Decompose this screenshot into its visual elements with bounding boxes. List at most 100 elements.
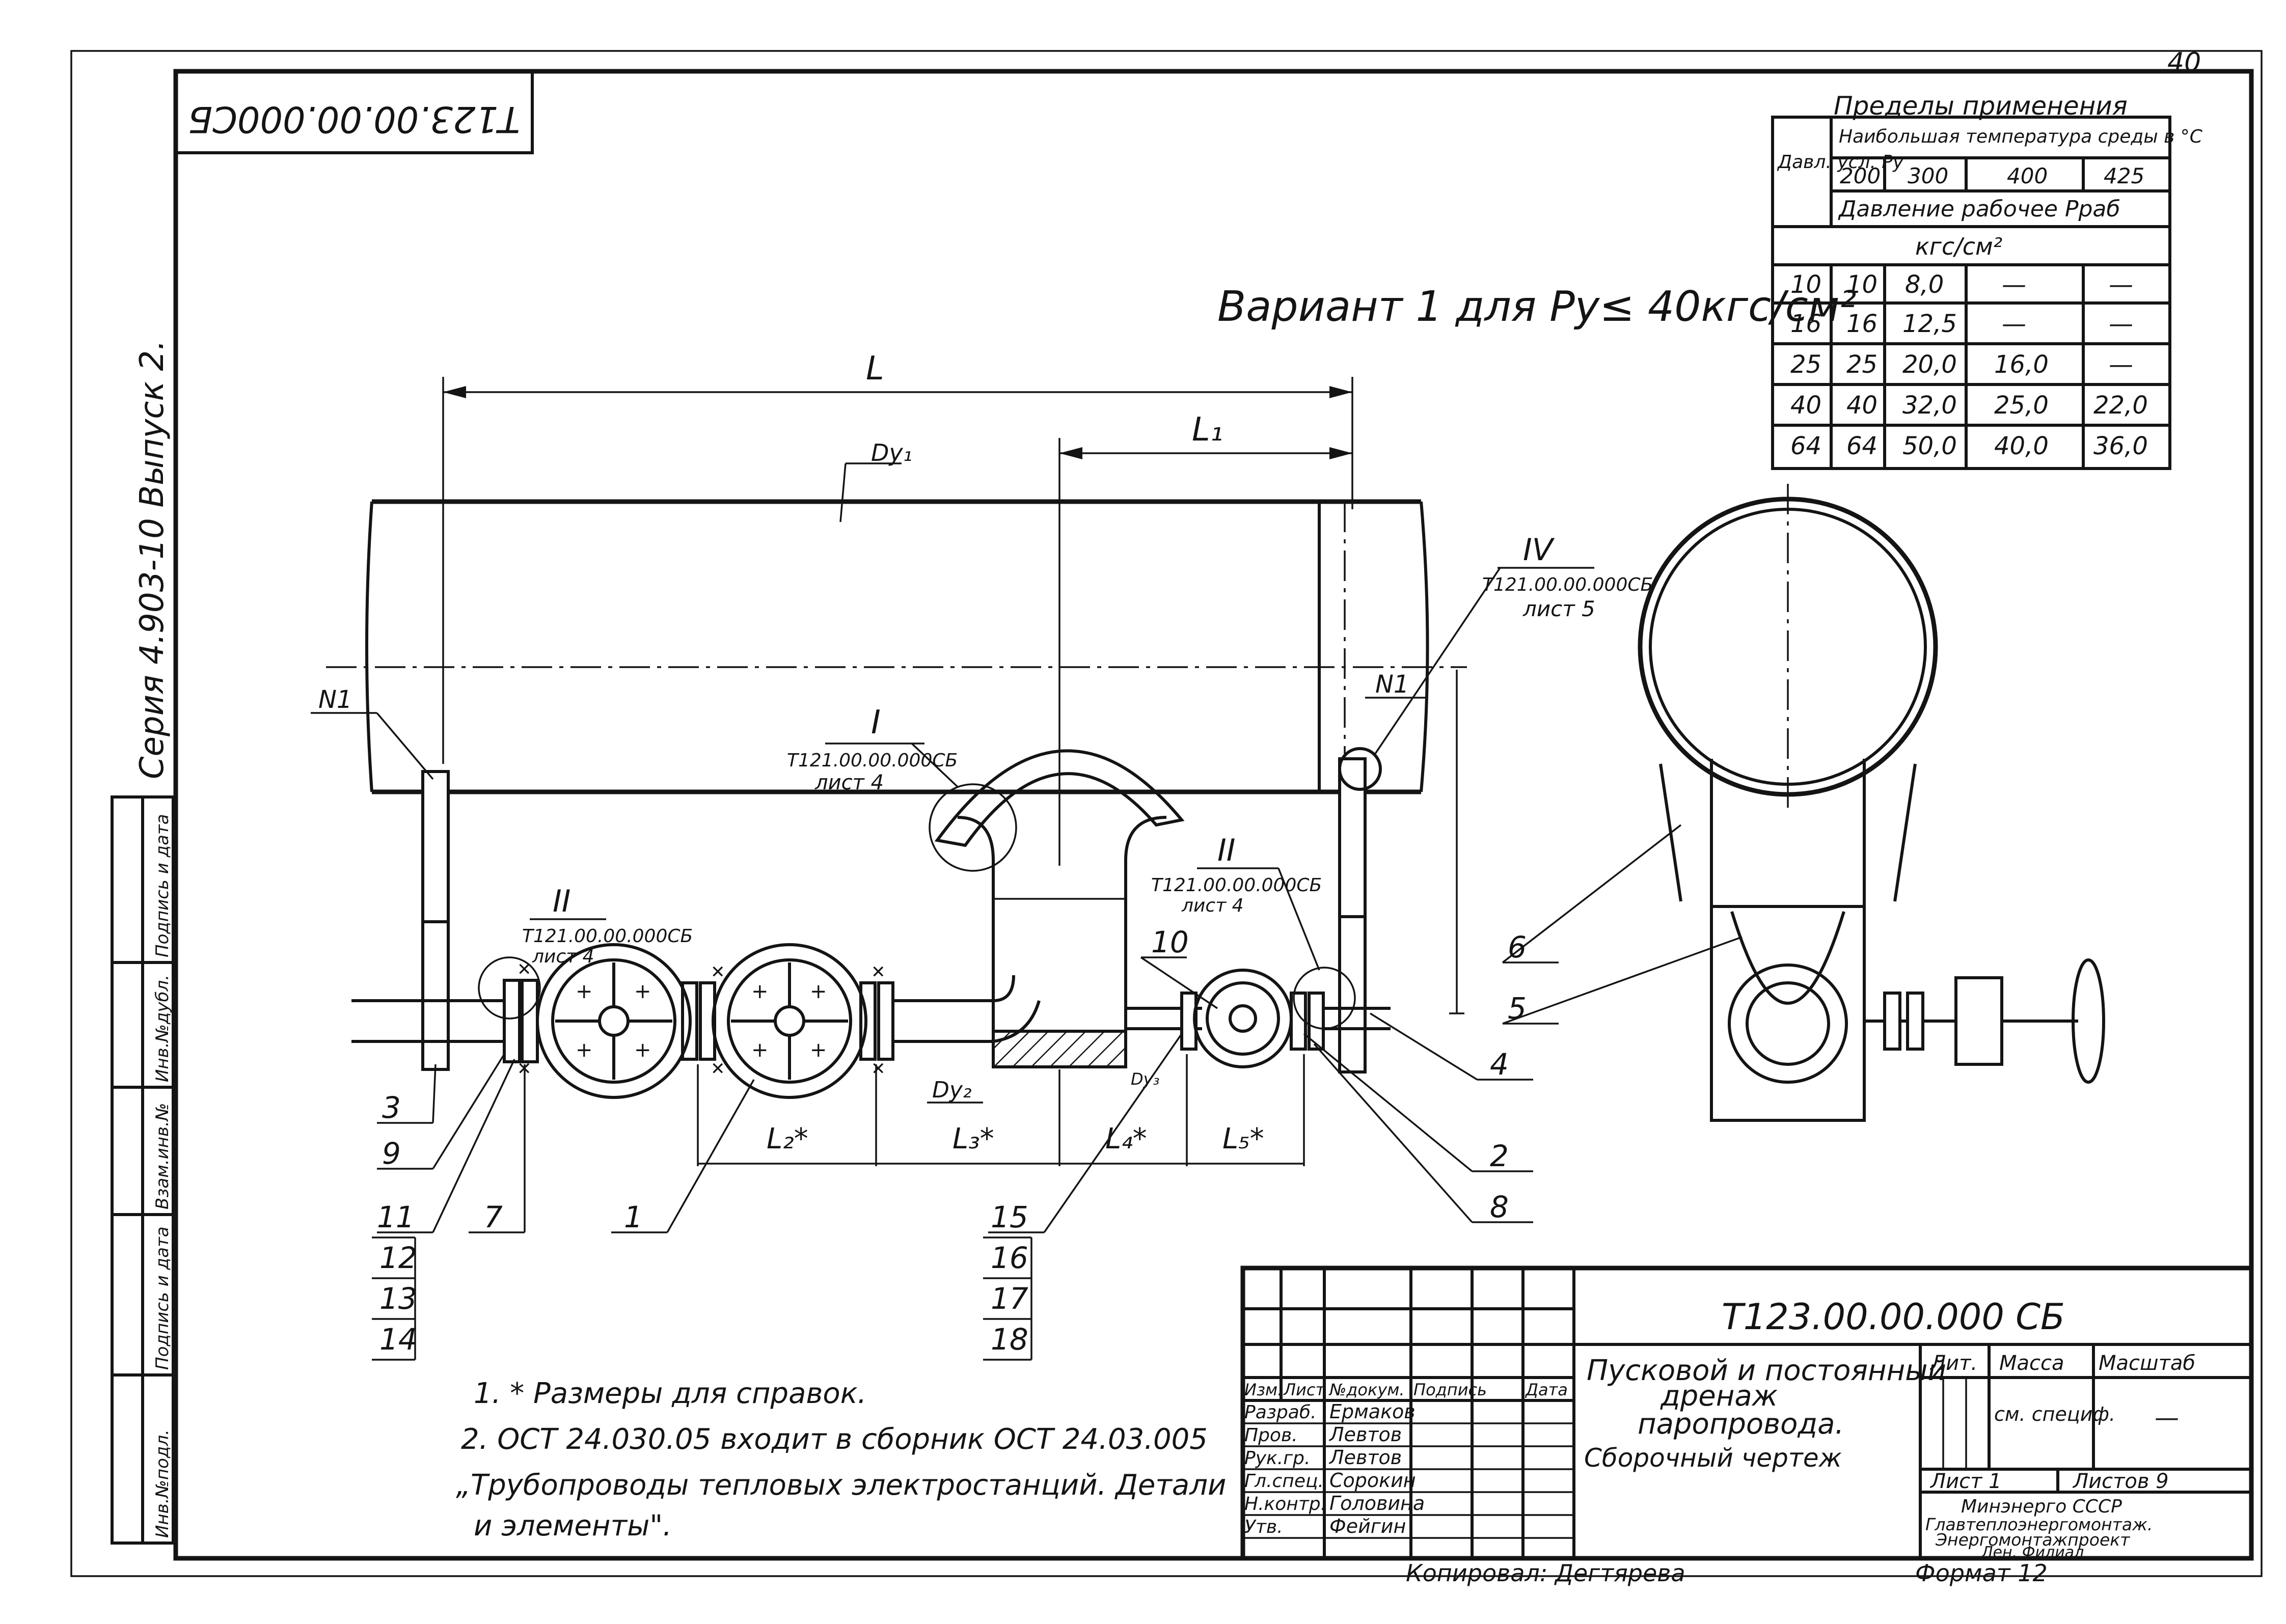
callout-N1-left: N1 — [318, 685, 352, 714]
valve-small — [1126, 969, 1391, 1068]
svg-text:36,0: 36,0 — [2093, 432, 2148, 460]
callout-view-II-right: II — [1217, 833, 1235, 868]
limits-head-temp: Наибольшая температура среды в °С — [1839, 126, 2203, 147]
dim-L-label: L — [866, 350, 884, 388]
pos-14: 14 — [379, 1322, 417, 1357]
position-stack-left: 12 13 14 — [372, 1236, 417, 1361]
valve-handwheel-1: + + + + — [536, 943, 692, 1099]
note-2-cont: „Трубопроводы тепловых электростанций. Д… — [456, 1469, 1226, 1502]
tb-scale-value: — — [2155, 1403, 2179, 1432]
limits-row: 10 10 8,0 — — — [1790, 270, 2133, 299]
label-dy2: Dу₂ — [932, 1077, 972, 1103]
callout-view-IV-sheet: лист 5 — [1522, 596, 1595, 621]
tb-col-sign: Подпись — [1413, 1380, 1487, 1399]
position-stack-mid: 15 16 17 18 — [983, 1200, 1032, 1361]
svg-text:10: 10 — [1846, 270, 1877, 299]
dimension-L: L — [442, 350, 1353, 764]
format-label: Формат 12 — [1915, 1559, 2048, 1587]
rotated-stamp-code: Т123.00.00.000СБ — [188, 98, 520, 140]
copied-by: Копировал: Дегтярева — [1406, 1559, 1685, 1587]
pos-5: 5 — [1508, 991, 1527, 1026]
callout-view-II-left-ref: Т121.00.00.000СБ — [522, 926, 693, 947]
tb-doc-kind: Сборочный чертеж — [1584, 1443, 1842, 1473]
tb-col-list: Лист — [1283, 1380, 1325, 1399]
limits-row: 25 25 20,0 16,0 — — [1790, 350, 2133, 379]
tb-org-1: Минэнерго СССР — [1961, 1496, 2122, 1517]
dim-L1-label: L₁ — [1192, 411, 1223, 449]
svg-text:—: — — [2109, 350, 2133, 379]
tb-role: Пров. — [1244, 1425, 1298, 1446]
svg-text:16,0: 16,0 — [1994, 350, 2049, 379]
pos-8: 8 — [1490, 1190, 1509, 1224]
svg-text:+: + — [810, 1038, 827, 1062]
position-leaders — [377, 824, 1743, 1233]
svg-text:✕: ✕ — [517, 959, 532, 980]
pos-11: 11 — [377, 1200, 415, 1234]
main-pipe: Dу₁ — [326, 439, 1467, 794]
svg-text:✕: ✕ — [871, 1059, 886, 1079]
dimension-row-lower: L₂* L₃* L₄* L₅* — [697, 1054, 1305, 1166]
callout-view-IV-ref: Т121.00.00.000СБ — [1482, 574, 1653, 595]
callout-IV: IV Т121.00.00.000СБ лист 5 — [1374, 532, 1653, 754]
tb-scale-head: Масштаб — [2099, 1352, 2195, 1375]
svg-text:64: 64 — [1790, 432, 1821, 460]
pos-17: 17 — [991, 1281, 1028, 1316]
label-dy1: Dу₁ — [871, 439, 912, 466]
note-2: 2. ОСТ 24.030.05 входит в сборник ОСТ 24… — [461, 1423, 1208, 1456]
tb-org-3: Энергомонтажпроект — [1935, 1530, 2131, 1550]
limits-row: 64 64 50,0 40,0 36,0 — [1790, 432, 2148, 460]
limits-temp-200: 200 — [1840, 163, 1881, 188]
tb-name: Левтов — [1328, 1446, 1402, 1469]
limits-unit: кгс/см² — [1915, 233, 2002, 260]
pos-2: 2 — [1490, 1139, 1509, 1173]
tb-title-2: дренаж — [1660, 1380, 1778, 1413]
svg-text:+: + — [751, 1038, 769, 1062]
svg-text:—: — — [2002, 270, 2026, 299]
svg-text:+: + — [576, 980, 593, 1003]
detail-circle-I: I Т121.00.00.000СБ лист 4 — [787, 704, 1017, 872]
svg-text:16: 16 — [1846, 310, 1877, 338]
tb-mass-value: см. специф. — [1994, 1403, 2115, 1425]
drain-collector: Dу₃ — [934, 749, 1185, 1089]
side-stamp-sign-1: Подпись и дата — [152, 814, 173, 957]
svg-text:8,0: 8,0 — [1905, 270, 1944, 299]
pos-4: 4 — [1490, 1047, 1509, 1082]
limits-table: Пределы применения Давл. усл. Py Наиболь… — [1771, 91, 2203, 470]
svg-text:25,0: 25,0 — [1994, 391, 2049, 420]
svg-text:22,0: 22,0 — [2093, 391, 2148, 420]
tb-role: Гл.спец. — [1244, 1471, 1324, 1492]
tb-col-izm: Изм. — [1244, 1380, 1283, 1399]
tb-col-doc: №докум. — [1328, 1380, 1405, 1399]
note-1: 1. * Размеры для справок. — [474, 1377, 866, 1410]
svg-text:✕: ✕ — [711, 962, 725, 982]
pos-15: 15 — [991, 1200, 1028, 1234]
pos-13: 13 — [379, 1281, 417, 1316]
svg-text:—: — — [2002, 310, 2026, 338]
svg-text:+: + — [810, 980, 827, 1003]
pos-9: 9 — [382, 1136, 401, 1171]
pos-12: 12 — [379, 1241, 417, 1275]
limits-head-left: Давл. усл. Py — [1777, 152, 1904, 173]
tb-org-2: Главтеплоэнергомонтаж. — [1925, 1515, 2153, 1534]
limits-row: 16 16 12,5 — — — [1790, 310, 2133, 338]
callout-N1-right: N1 — [1375, 670, 1409, 699]
callout-view-I: I — [871, 704, 881, 741]
valve-handwheel-2: + + + + — [712, 943, 867, 1099]
rotated-stamp-box — [174, 70, 534, 154]
svg-text:+: + — [576, 1038, 593, 1062]
svg-text:+: + — [751, 980, 769, 1003]
detail-circle-II-right: II Т121.00.00.000СБ лист 4 — [1151, 833, 1356, 1030]
svg-text:16: 16 — [1790, 310, 1821, 338]
svg-text:20,0: 20,0 — [1902, 350, 1957, 379]
pos-16: 16 — [991, 1241, 1028, 1275]
tb-lit-head: Лит. — [1929, 1352, 1977, 1375]
limits-row: 40 40 32,0 25,0 22,0 — [1790, 391, 2148, 420]
tb-name: Головина — [1329, 1492, 1425, 1515]
tb-role: Рук.гр. — [1244, 1448, 1310, 1469]
svg-text:10: 10 — [1790, 270, 1821, 299]
tb-role: Утв. — [1244, 1517, 1283, 1537]
svg-text:40: 40 — [1790, 391, 1821, 420]
svg-text:✕: ✕ — [711, 1059, 725, 1079]
dim-L5-label: L₅* — [1222, 1122, 1264, 1155]
pos-7: 7 — [484, 1200, 503, 1234]
